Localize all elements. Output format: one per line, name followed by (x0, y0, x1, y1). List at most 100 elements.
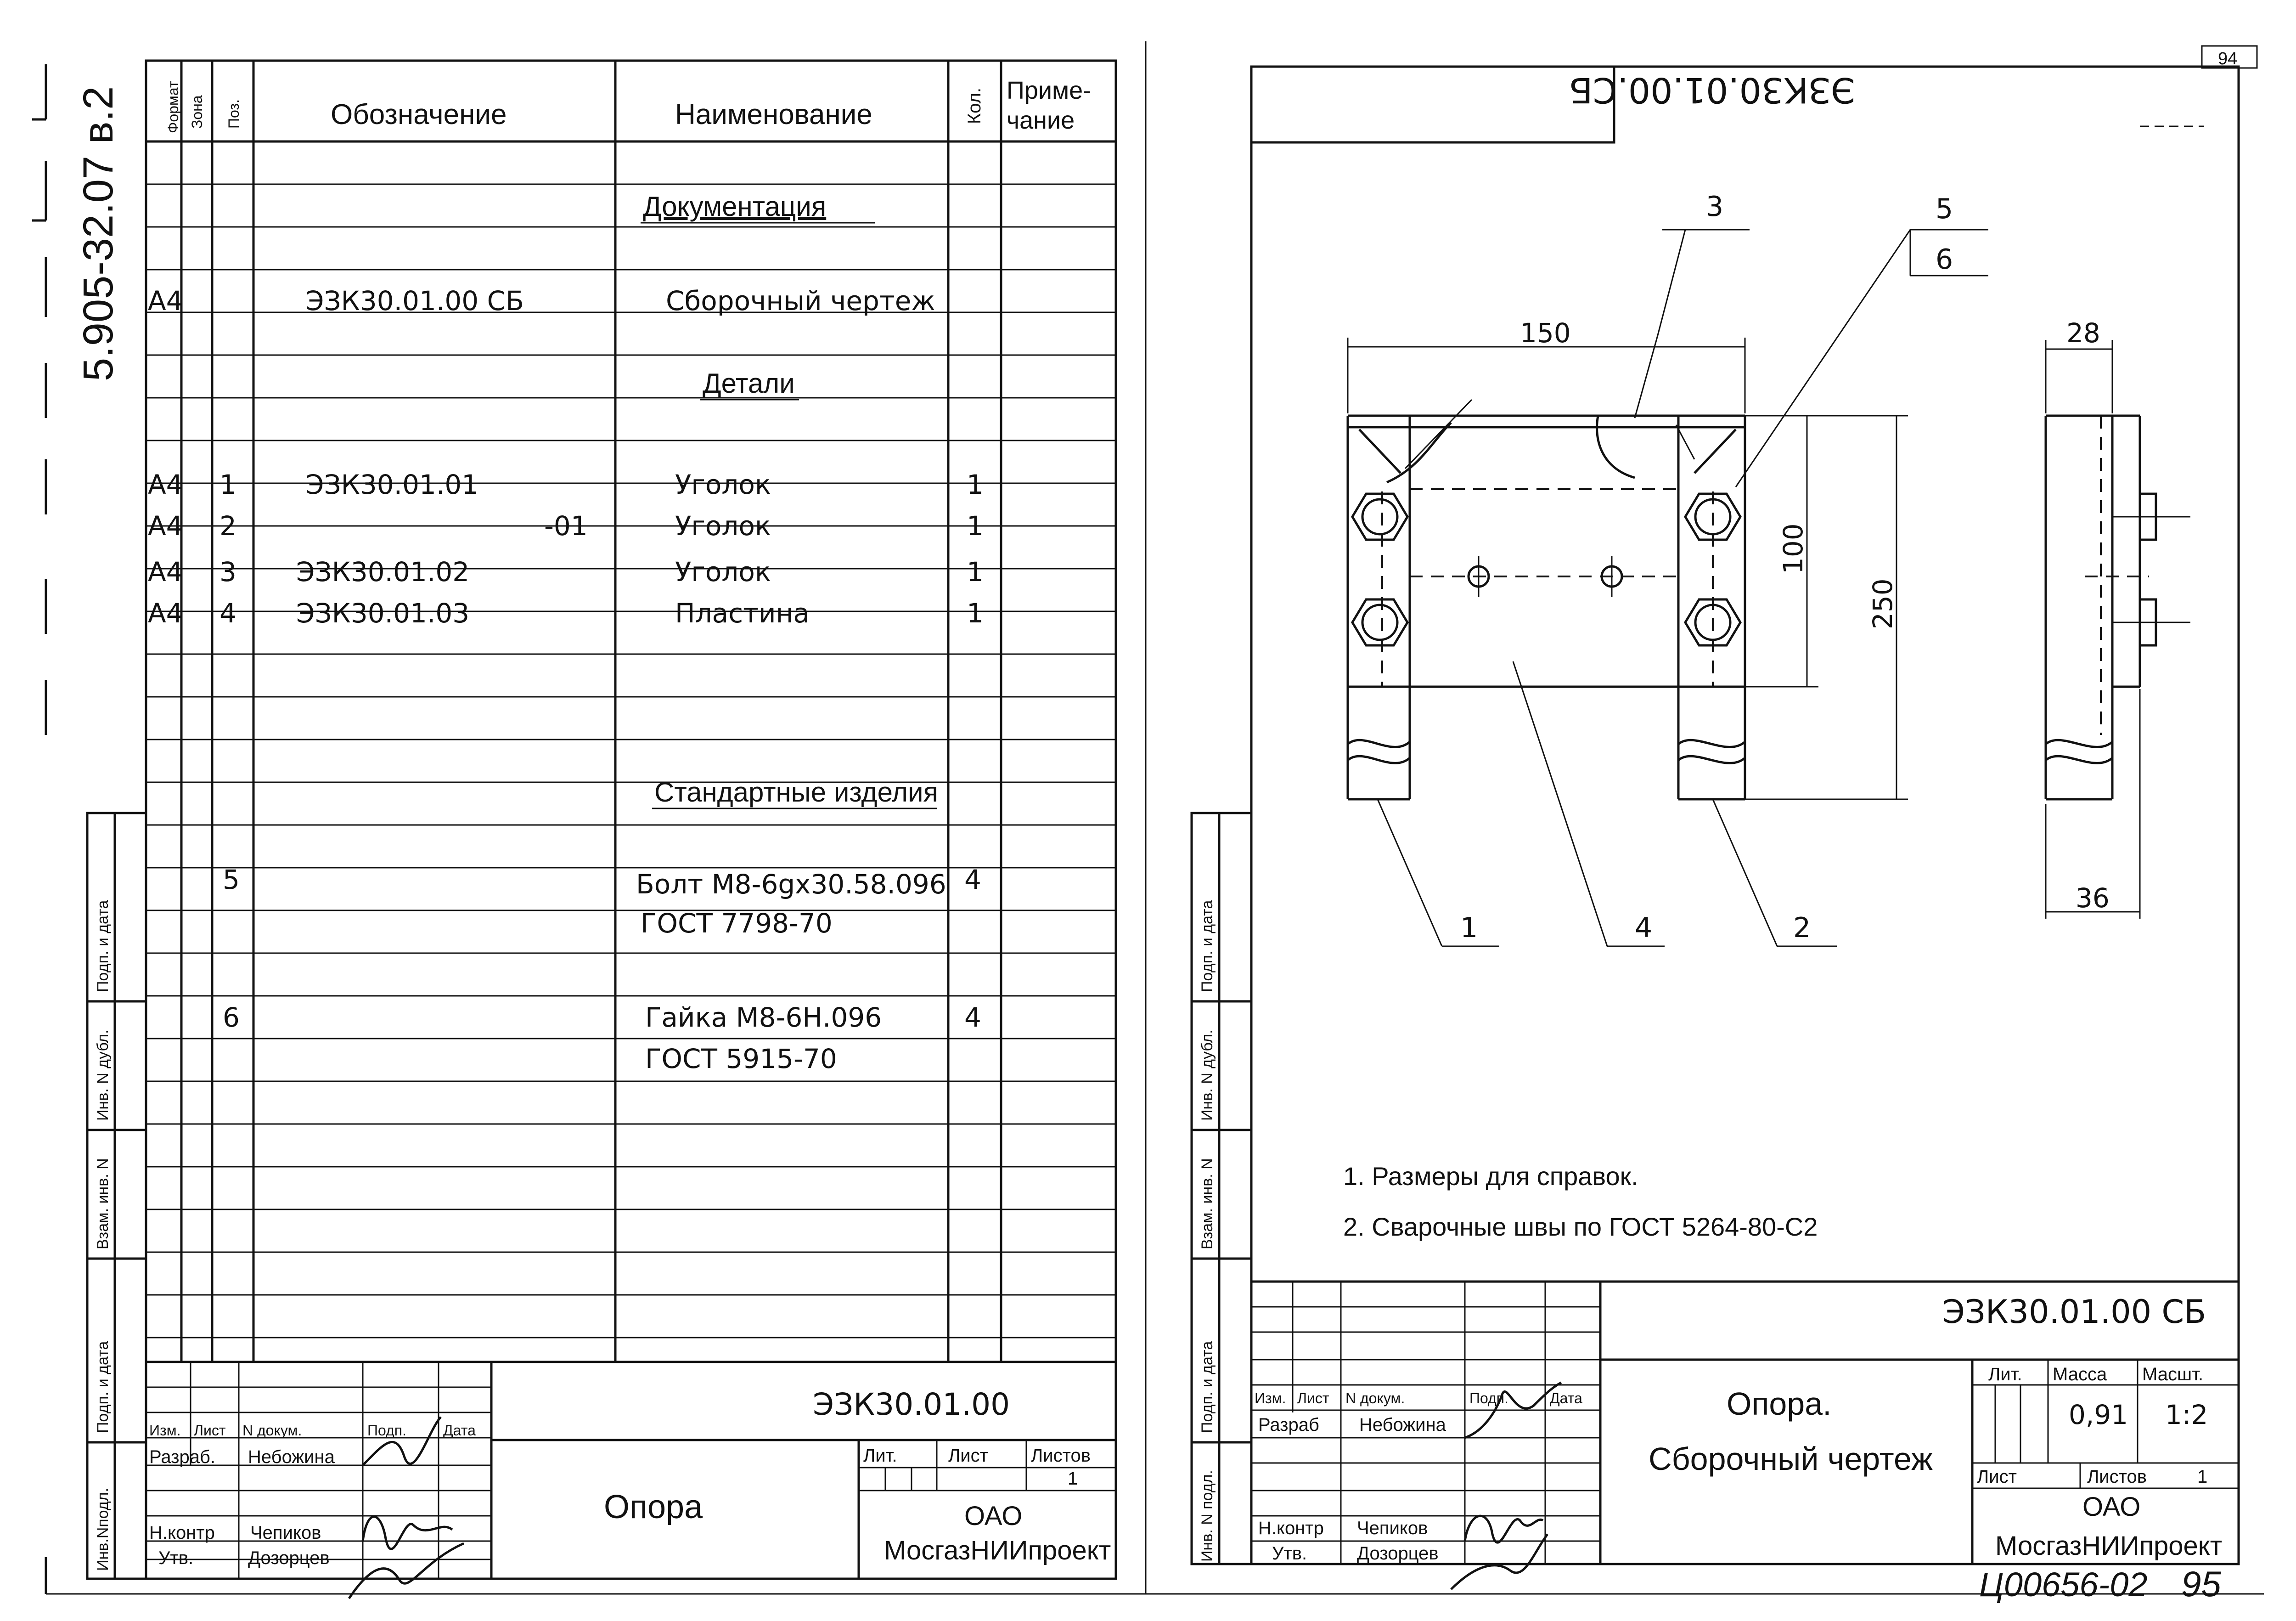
name-dev: Небожина (248, 1447, 335, 1467)
table-row: А4 2 -01 Уголок 1 (148, 510, 984, 542)
cell-qty: 1 (967, 598, 984, 629)
callout-6: 6 (1936, 243, 1953, 276)
note-2: 2. Сварочные швы по ГОСТ 5264-80-С2 (1343, 1212, 1818, 1241)
bottom-stamp: Ц00656-02 (1979, 1565, 2148, 1604)
designation: ЭЗК30.01.00 (813, 1387, 1010, 1422)
spec-row-lines (146, 183, 1116, 1339)
table-row: А4 4 ЭЗК30.01.03 Пластина 1 (148, 598, 984, 629)
callout-3: 3 (1706, 191, 1723, 223)
tbl-col-izm: Изм. (149, 1422, 181, 1439)
hdr-note-2: чание (1007, 107, 1075, 134)
stamp-orig-inv: Инв.Nподл. (94, 1488, 112, 1571)
cell-qty: 1 (967, 469, 984, 500)
section-docs: Документация (643, 191, 826, 222)
hdr-zone: Зона (189, 95, 205, 129)
stamp-sign-date-2: Подп. и дата (1199, 1341, 1216, 1433)
role-appr: Утв. (158, 1548, 193, 1568)
dim-250: 250 (1867, 578, 1898, 629)
stamp-sign-date-2: Подп. и дата (94, 1341, 112, 1433)
lbl-lit: Лит. (1988, 1364, 2022, 1384)
hdr-note-1: Приме- (1007, 77, 1091, 104)
role-nctrl: Н.контр (1258, 1518, 1324, 1538)
cell-format: А4 (148, 510, 183, 542)
note-1: 1. Размеры для справок. (1343, 1162, 1638, 1191)
designation: ЭЗК30.01.00 СБ (1942, 1293, 2206, 1331)
side-view: 28 36 (2044, 317, 2190, 919)
tbl-col-izm: Изм. (1255, 1390, 1286, 1406)
dim-36: 36 (2076, 882, 2110, 914)
table-row: А4 3 ЭЗК30.01.02 Уголок 1 (148, 556, 984, 587)
dim-28: 28 (2066, 317, 2100, 349)
lbl-sheets: Листов (2087, 1467, 2147, 1487)
page-number-bottom: 95 (2181, 1564, 2221, 1604)
cell-designation: -01 (544, 510, 588, 542)
table-row: 6 Гайка М8-6Н.096 ГОСТ 5915-70 4 (223, 1002, 981, 1074)
name-appr: Дозорцев (248, 1548, 330, 1568)
right-sheet-frame: 94 ЭЗК30.01.00.СБ (1250, 45, 2258, 1565)
table-row: А4 ЭЗК30.01.00 СБ Сборочный чертеж (148, 285, 935, 316)
cell-name: Сборочный чертеж (666, 285, 935, 316)
cell-name-1: Гайка М8-6Н.096 (645, 1002, 882, 1033)
tbl-col-sign: Подп. (367, 1422, 406, 1439)
hdr-format: Формат (165, 81, 181, 133)
sheets-value: 1 (2197, 1467, 2207, 1487)
cell-name-1: Болт М8-6gх30.58.096 (636, 869, 946, 900)
mass-value: 0,91 (2069, 1399, 2128, 1430)
org-line-1: ОАО (964, 1501, 1022, 1531)
lbl-scale: Масшт. (2142, 1364, 2203, 1384)
assembly-name-1: Опора. (1727, 1386, 1832, 1422)
section-parts: Детали (703, 368, 795, 399)
cell-pos: 1 (219, 469, 236, 500)
signature-nctrl (361, 1515, 453, 1550)
table-row: А4 1 ЭЗК30.01.01 Уголок 1 (148, 469, 984, 500)
cell-qty: 4 (964, 864, 981, 895)
specification-frame (145, 59, 1117, 1580)
cell-format: А4 (148, 469, 183, 500)
stamp-interchange: Взам. инв. N (1199, 1158, 1216, 1249)
spec-header: Формат Зона Поз. Обозначение Наименовани… (165, 77, 1091, 134)
lbl-mass: Масса (2053, 1364, 2107, 1384)
role-appr: Утв. (1272, 1543, 1307, 1564)
cell-name: Уголок (675, 510, 771, 542)
callout-2: 2 (1793, 912, 1811, 944)
signature-nctrl (1463, 1514, 1544, 1544)
section-std: Стандартные изделия (654, 777, 938, 808)
cell-name: Пластина (675, 598, 810, 629)
org-line-1: ОАО (2082, 1492, 2140, 1522)
hdr-pos: Поз. (225, 99, 242, 129)
bolt-head-icon (1684, 598, 1742, 647)
cell-qty: 4 (964, 1002, 981, 1033)
stamp-orig-inv: Инв. N подл. (1199, 1470, 1216, 1562)
cell-name: Уголок (675, 469, 771, 500)
scale-value: 1:2 (2165, 1399, 2208, 1430)
table-row: 5 Болт М8-6gх30.58.096 ГОСТ 7798-70 4 (223, 864, 981, 939)
callout-5: 5 (1936, 193, 1953, 225)
callout-1: 1 (1460, 912, 1478, 944)
tbl-col-date: Дата (1550, 1390, 1582, 1406)
cell-qty: 1 (967, 510, 984, 542)
name-appr: Дозорцев (1357, 1543, 1439, 1564)
page-number-top: 94 (2218, 49, 2237, 68)
side-stamp-left: Подп. и дата Инв. N дубл. Взам. инв. N П… (86, 812, 147, 1580)
name-nctrl: Чепиков (250, 1523, 321, 1543)
title-block-left: Изм. Лист N докум. Подп. Дата Разраб. Не… (146, 1361, 1116, 1599)
dim-100: 100 (1778, 523, 1809, 574)
stamp-sign-date: Подп. и дата (94, 900, 112, 992)
signature-dev (1464, 1381, 1562, 1439)
role-dev: Разраб. (149, 1447, 215, 1467)
margin-ticks (32, 64, 47, 1594)
bolt-head-icon (1351, 492, 1409, 541)
side-stamp-right: Подп. и дата Инв. N дубл. Взам. инв. N П… (1190, 812, 1253, 1565)
cell-name-2: ГОСТ 5915-70 (645, 1043, 837, 1074)
lbl-lit: Лит. (863, 1446, 897, 1466)
org-line-2: МосгазНИИпроект (1995, 1531, 2222, 1561)
assembly-name-2: Сборочный чертеж (1649, 1441, 1933, 1477)
org-line-2: МосгазНИИпроект (884, 1536, 1111, 1565)
dim-150: 150 (1520, 317, 1571, 349)
lbl-sheets: Листов (1031, 1446, 1091, 1466)
cell-pos: 4 (219, 598, 236, 629)
signature-dev (362, 1416, 442, 1466)
title-block-right: Изм. Лист N докум. Подп. Дата Разраб Неб… (1251, 1280, 2239, 1590)
cell-pos: 5 (223, 864, 240, 895)
lbl-sheet: Лист (948, 1446, 988, 1466)
